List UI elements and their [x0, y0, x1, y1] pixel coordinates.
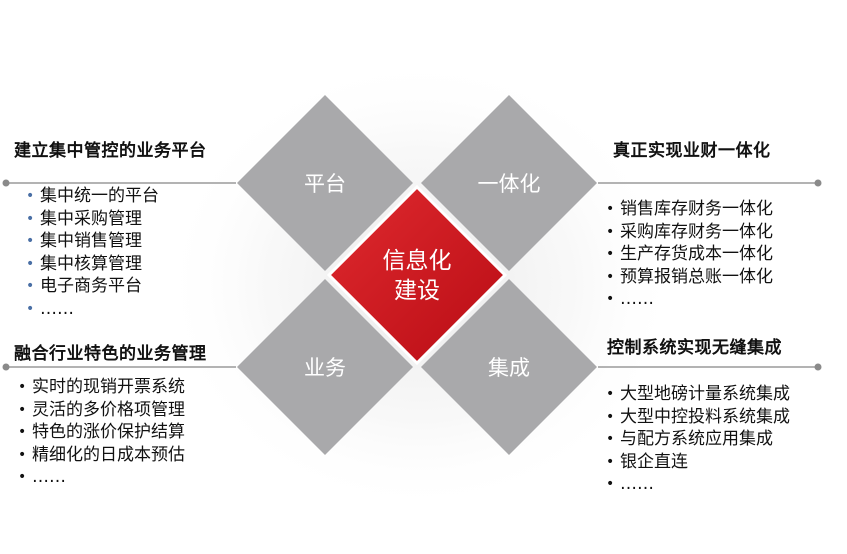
bullet-icon: •: [606, 201, 615, 217]
list-item: •销售库存财务一体化: [606, 199, 773, 219]
bullet-icon: •: [26, 300, 35, 317]
list-item: •集中采购管理: [26, 208, 142, 229]
bullet-icon: •: [606, 431, 615, 447]
list-item: •实时的现销开票系统: [18, 377, 185, 397]
bullet-icon: •: [26, 233, 35, 249]
list-item: •生产存货成本一体化: [606, 244, 773, 264]
bullet-icon: •: [606, 268, 615, 285]
list-item: •……: [606, 474, 654, 494]
list-item: •……: [606, 289, 654, 309]
list-item: •……: [26, 298, 74, 319]
bullet-icon: •: [18, 446, 27, 463]
diamond-bottom-right-label: 集成: [488, 356, 530, 380]
bullet-icon: •: [18, 401, 27, 418]
right-bottom-title: 控制系统实现无缝集成: [607, 338, 782, 358]
list-item: •灵活的多价格项管理: [18, 399, 185, 420]
list-item: •……: [18, 467, 66, 487]
list-item: •集中核算管理: [26, 253, 142, 274]
list-item: •大型地磅计量系统集成: [606, 384, 790, 404]
bullet-icon: •: [606, 246, 615, 262]
right-top-connector: [598, 179, 822, 187]
bullet-icon: •: [26, 210, 35, 227]
diamond-bottom-right: [421, 279, 597, 455]
bullet-icon: •: [606, 223, 615, 240]
bullet-icon: •: [606, 476, 615, 492]
diamond-top-left: [237, 95, 413, 271]
list-item: •大型中控投料系统集成: [606, 406, 790, 427]
bullet-icon: •: [26, 255, 35, 272]
center-label-line1: 信息化: [383, 248, 452, 274]
diamond-center: [326, 184, 508, 366]
bullet-icon: •: [606, 386, 615, 402]
bullet-icon: •: [26, 188, 35, 204]
list-item: •电子商务平台: [26, 276, 142, 296]
bullet-icon: •: [606, 408, 615, 425]
bullet-icon: •: [18, 379, 27, 395]
bullet-icon: •: [18, 424, 27, 440]
right-bottom-list: •大型地磅计量系统集成 •大型中控投料系统集成 •与配方系统应用集成 •银企直连…: [606, 383, 790, 496]
bullet-icon: •: [18, 469, 27, 485]
diamond-top-right-label: 一体化: [478, 172, 541, 196]
left-top-title: 建立集中管控的业务平台: [14, 141, 207, 161]
diamond-top-right: [421, 95, 597, 271]
left-bottom-connector: [2, 363, 236, 371]
left-bottom-list: •实时的现销开票系统 •灵活的多价格项管理 •特色的涨价保护结算 •精细化的日成…: [18, 376, 185, 489]
bullet-icon: •: [606, 291, 615, 307]
diamond-bottom-left-label: 业务: [304, 356, 346, 380]
list-item: •集中销售管理: [26, 231, 142, 251]
list-item: •集中统一的平台: [26, 186, 159, 206]
list-item: •精细化的日成本预估: [18, 444, 185, 465]
bullet-icon: •: [26, 278, 35, 294]
right-top-list: •销售库存财务一体化 •采购库存财务一体化 •生产存货成本一体化 •预算报销总账…: [606, 198, 773, 311]
list-item: •特色的涨价保护结算: [18, 422, 185, 442]
center-label-line2: 建设: [394, 278, 440, 304]
left-top-connector: [2, 179, 236, 187]
list-item: •采购库存财务一体化: [606, 221, 773, 242]
diamond-top-left-label: 平台: [304, 172, 346, 196]
right-bottom-connector: [598, 363, 822, 371]
right-top-title: 真正实现业财一体化: [613, 141, 771, 161]
left-bottom-title: 融合行业特色的业务管理: [14, 344, 207, 364]
diamond-bottom-left: [237, 279, 413, 455]
list-item: •银企直连: [606, 451, 688, 472]
list-item: •预算报销总账一体化: [606, 266, 773, 287]
bullet-icon: •: [606, 453, 615, 470]
left-top-list: •集中统一的平台 •集中采购管理 •集中销售管理 •集中核算管理 •电子商务平台…: [26, 185, 159, 320]
list-item: •与配方系统应用集成: [606, 429, 773, 449]
